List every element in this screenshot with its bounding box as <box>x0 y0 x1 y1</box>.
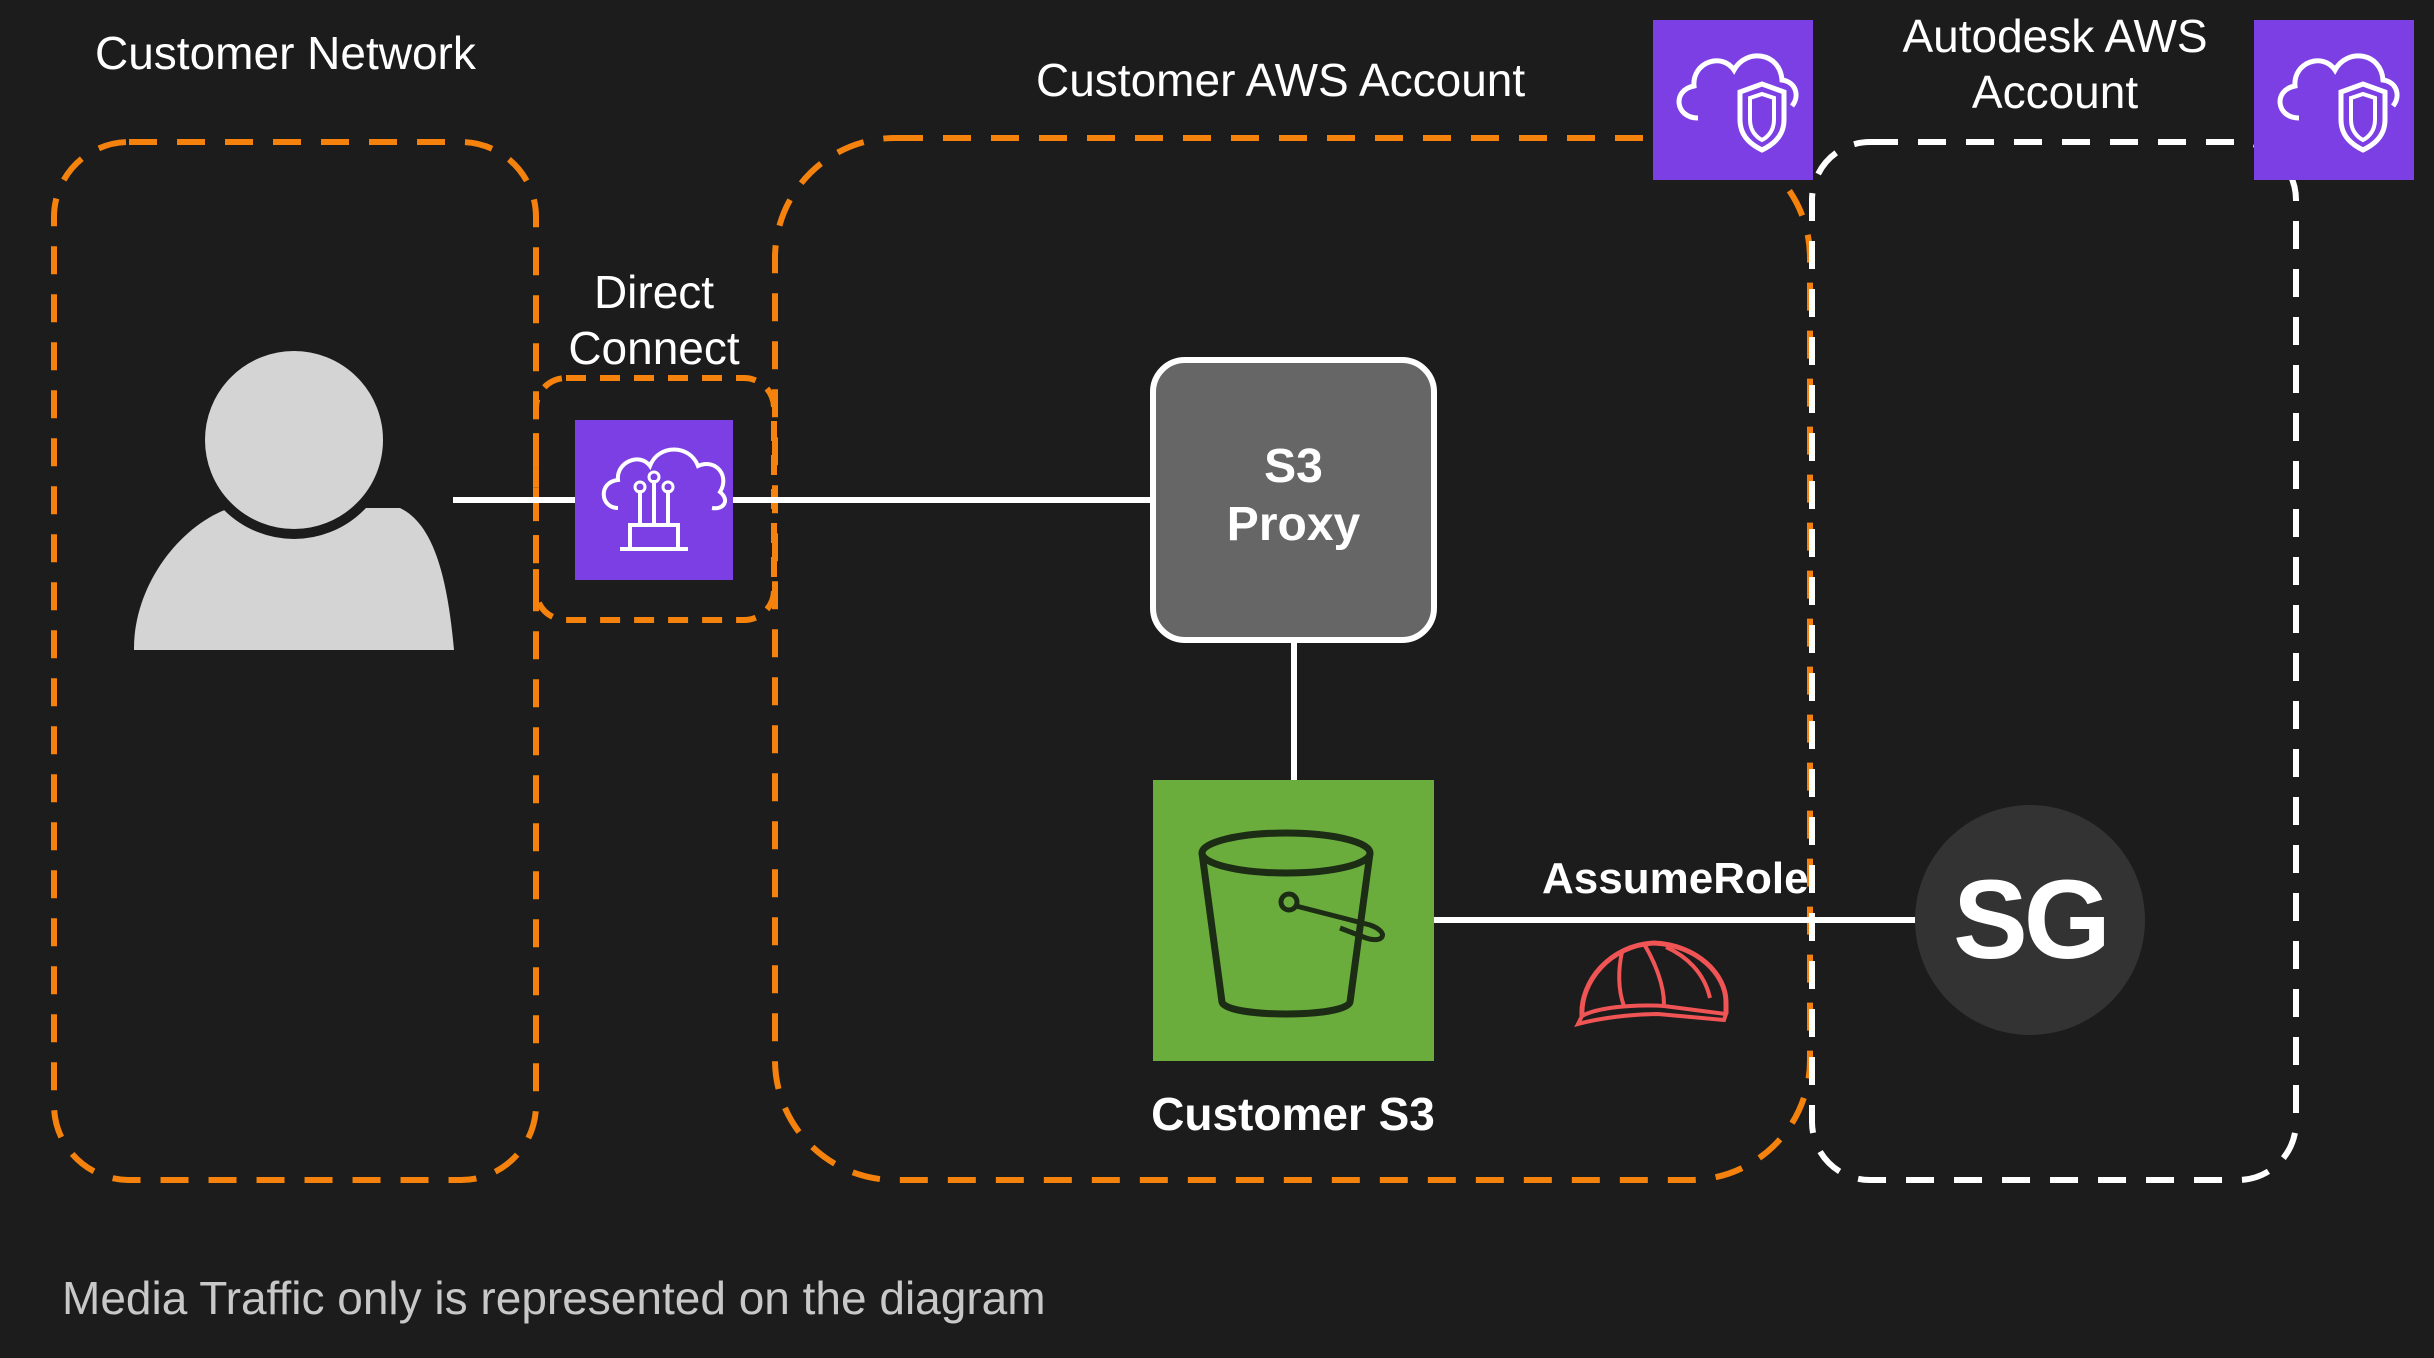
direct-connect-label-line1: Direct <box>593 266 715 318</box>
s3-proxy-label-line1: S3 <box>1264 440 1323 493</box>
s3-bucket-icon <box>1153 780 1434 1061</box>
autodesk-aws-account-region <box>1809 139 2299 1183</box>
autodesk-account-cloud-shield-icon <box>2254 20 2414 180</box>
customer-aws-account-label: Customer AWS Account <box>1036 54 1526 106</box>
direct-connect-label-line2: Connect <box>568 322 740 374</box>
assume-role-label: AssumeRole <box>1542 854 1809 903</box>
autodesk-aws-account-label-line2: Account <box>1971 66 2139 118</box>
direct-connect-label: Direct Connect <box>504 264 804 376</box>
autodesk-aws-account-label: Autodesk AWS Account <box>1855 8 2255 120</box>
s3-proxy-label-line2: Proxy <box>1226 498 1361 551</box>
customer-aws-account-region <box>772 135 1813 1183</box>
shotgrid-node <box>1915 805 2145 1035</box>
shotgrid-label: SG <box>1953 857 2111 982</box>
s3-proxy-node <box>1150 357 1437 643</box>
customer-account-cloud-shield-icon <box>1653 20 1813 180</box>
s3-proxy-label: S3 Proxy <box>1153 438 1434 554</box>
footnote: Media Traffic only is represented on the… <box>62 1272 1046 1324</box>
customer-s3-label: Customer S3 <box>1151 1088 1435 1140</box>
autodesk-aws-account-label-line1: Autodesk AWS <box>1902 10 2208 62</box>
user-icon <box>134 341 454 650</box>
customer-network-region <box>51 139 539 1183</box>
customer-network-label: Customer Network <box>95 27 476 79</box>
iam-role-helmet-icon <box>1574 940 1729 1028</box>
direct-connect-icon <box>575 420 733 580</box>
